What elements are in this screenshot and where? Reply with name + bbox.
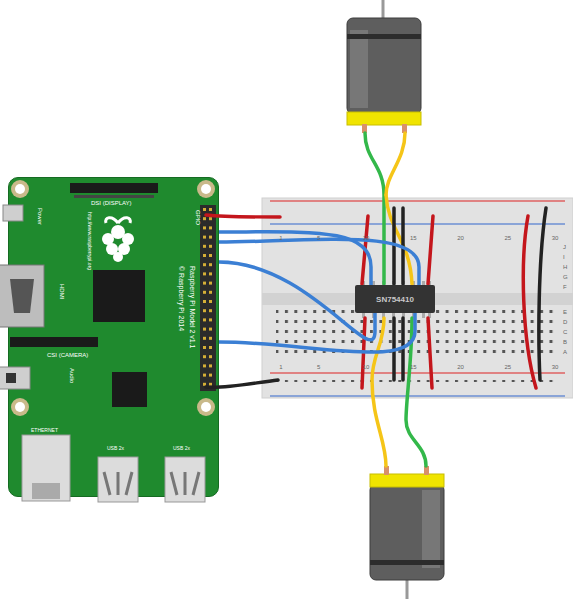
connector-label: DSI (DISPLAY) xyxy=(91,200,132,206)
row-letter: E xyxy=(563,309,567,315)
row-letter: A xyxy=(563,349,567,355)
column-number: 1 xyxy=(279,235,282,241)
column-number: 10 xyxy=(363,364,370,370)
row-letter: G xyxy=(563,274,568,280)
board-name: Raspberry Pi Model 2 v1.1 xyxy=(189,266,196,348)
column-number: 25 xyxy=(504,235,511,241)
header-label: GPIO xyxy=(195,210,201,225)
column-number: 30 xyxy=(552,235,559,241)
row-letter: C xyxy=(563,329,567,335)
url-label: http://www.raspberrypi.org xyxy=(87,212,92,270)
connector-label: USB 2x xyxy=(107,446,124,451)
column-number: 15 xyxy=(410,364,417,370)
row-letter: H xyxy=(563,264,567,270)
connector-label: HDMI xyxy=(59,284,65,299)
column-number: 15 xyxy=(410,235,417,241)
column-number: 20 xyxy=(457,364,464,370)
row-letter: J xyxy=(563,244,566,250)
column-number: 1 xyxy=(279,364,282,370)
column-number: 5 xyxy=(317,235,320,241)
column-number: 10 xyxy=(363,235,370,241)
connector-label: Audio xyxy=(69,368,75,383)
connector-label: CSI (CAMERA) xyxy=(47,352,88,358)
column-number: 30 xyxy=(552,364,559,370)
connector-label: USB 2x xyxy=(173,446,190,451)
driver-chip: SN754410 xyxy=(355,285,435,313)
connector-label: ETHERNET xyxy=(31,428,58,433)
row-letter: I xyxy=(563,254,565,260)
chip-label: SN754410 xyxy=(376,295,414,304)
raspberry-pi-board: DSI (DISPLAY) Power http://www.raspberrypi… xyxy=(8,177,219,497)
row-letter: D xyxy=(563,319,567,325)
connector-label: Power xyxy=(37,208,43,225)
column-number: 25 xyxy=(504,364,511,370)
signal-wire xyxy=(219,262,375,340)
column-number: 5 xyxy=(317,364,320,370)
row-letter: B xyxy=(563,339,567,345)
row-letter: F xyxy=(563,284,567,290)
column-number: 20 xyxy=(457,235,464,241)
signal-wire xyxy=(219,313,415,352)
signal-wire xyxy=(219,239,419,285)
copyright-label: © Raspberry Pi 2014 xyxy=(178,266,185,331)
